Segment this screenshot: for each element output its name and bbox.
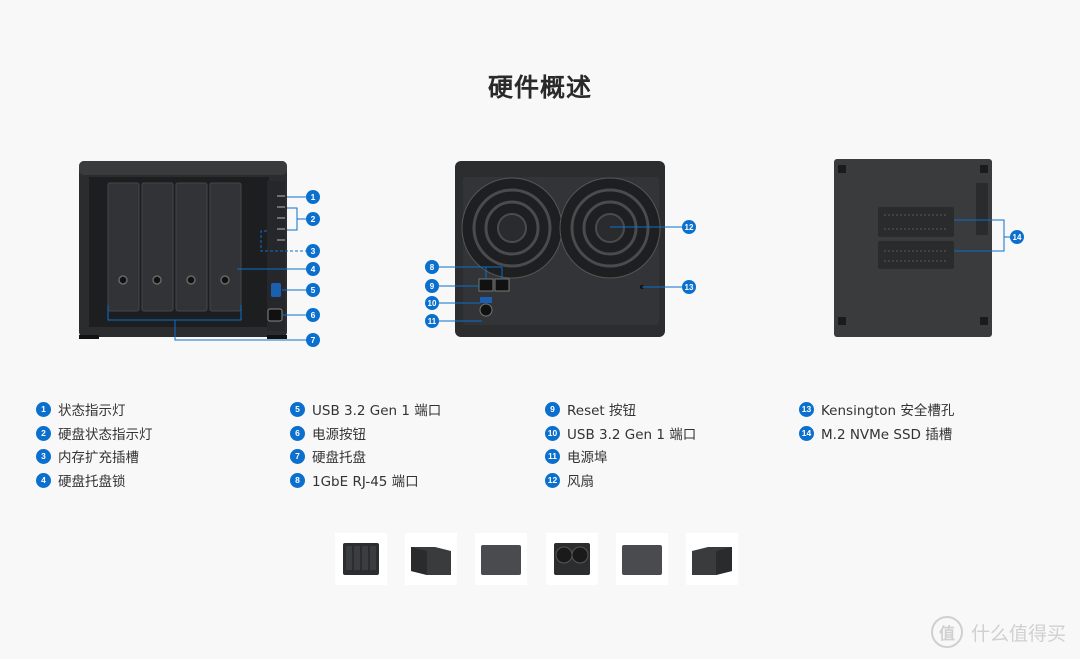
thumbnail-back-view[interactable]: [546, 533, 598, 585]
legend-number: 1: [36, 401, 51, 417]
legend-label: USB 3.2 Gen 1 端口: [312, 403, 442, 419]
thumbnail-side-view[interactable]: [475, 533, 527, 585]
watermark: 值 什么值得买: [930, 614, 1066, 650]
legend-number: 3: [36, 448, 51, 464]
legend-item: 6 电源按钮: [290, 423, 366, 443]
legend-number: 13: [799, 401, 814, 417]
nas-side-icon: [481, 545, 521, 575]
legend-number: 4: [36, 472, 51, 488]
legend-number: 6: [290, 425, 305, 441]
front-view-figure: 1 2 3 4 5 6 7: [79, 161, 320, 347]
callout-3: 3: [311, 246, 316, 256]
nas-side-icon-2: [622, 545, 662, 575]
legend-label: 电源埠: [567, 450, 608, 466]
nas-angle-icon-2: [692, 547, 732, 575]
page-title: 硬件概述: [487, 73, 592, 102]
callout-14: 14: [1013, 233, 1022, 242]
callout-4: 4: [311, 264, 316, 274]
callout-5: 5: [311, 285, 316, 295]
callout-10: 10: [428, 299, 437, 308]
legend-label: Kensington 安全槽孔: [821, 403, 955, 419]
legend-item: 3 内存扩充插槽: [36, 446, 139, 466]
legend-label: 硬盘托盘锁: [58, 474, 126, 490]
legend-item: 2 硬盘状态指示灯: [36, 423, 153, 443]
bottom-view-figure: 14: [834, 159, 1024, 337]
legend-number: 14: [799, 425, 814, 441]
legend-number: 5: [290, 401, 305, 417]
legend-label: 风扇: [567, 474, 594, 490]
legend-item: 7 硬盘托盘: [290, 446, 366, 466]
legend-number: 9: [545, 401, 560, 417]
legend-number: 7: [290, 448, 305, 464]
nas-front-icon: [343, 543, 379, 575]
callout-12: 12: [685, 223, 694, 232]
watermark-text: 什么值得买: [970, 622, 1066, 645]
legend-item: 13 Kensington 安全槽孔: [799, 399, 954, 419]
callout-9: 9: [430, 282, 435, 291]
legend-item: 5 USB 3.2 Gen 1 端口: [290, 399, 441, 419]
legend-label: M.2 NVMe SSD 插槽: [821, 427, 953, 443]
legend-number: 8: [290, 472, 305, 488]
legend-number: 11: [545, 448, 560, 464]
thumbnail-angle-view[interactable]: [405, 533, 457, 585]
legend-item: 1 状态指示灯: [36, 399, 126, 419]
legend-item: 11 电源埠: [545, 446, 608, 466]
legend-number: 12: [545, 472, 560, 488]
callout-7: 7: [311, 335, 316, 345]
legend-item: 8 1GbE RJ-45 端口: [290, 470, 419, 490]
callout-1: 1: [311, 192, 316, 202]
legend-label: 电源按钮: [312, 427, 366, 443]
nas-back-icon: [554, 543, 590, 575]
legend-item: 12 风扇: [545, 470, 594, 490]
callout-2: 2: [311, 214, 316, 224]
thumbnail-side-view-2[interactable]: [616, 533, 668, 585]
callout-13: 13: [685, 283, 694, 292]
legend-label: 硬盘托盘: [312, 450, 366, 466]
callout-6: 6: [311, 310, 316, 320]
thumbnail-front-view[interactable]: [335, 533, 387, 585]
nas-angle-icon: [411, 547, 451, 575]
legend-item: 14 M.2 NVMe SSD 插槽: [799, 423, 952, 443]
legend-number: 2: [36, 425, 51, 441]
legend-item: 9 Reset 按钮: [545, 399, 636, 419]
thumbnail-angle-view-2[interactable]: [686, 533, 738, 585]
legend-item: 10 USB 3.2 Gen 1 端口: [545, 423, 696, 443]
callout-8: 8: [430, 263, 435, 272]
legend-item: 4 硬盘托盘锁: [36, 470, 126, 490]
legend-label: 内存扩充插槽: [58, 450, 139, 466]
legend-label: USB 3.2 Gen 1 端口: [567, 427, 697, 443]
legend-label: 1GbE RJ-45 端口: [312, 474, 419, 490]
back-view-figure: 8 9 10 11 12 13: [425, 161, 696, 337]
legend-label: 硬盘状态指示灯: [58, 427, 153, 443]
watermark-logo-icon: 值: [930, 616, 963, 648]
legend-label: Reset 按钮: [567, 403, 637, 419]
legend-number: 10: [545, 425, 560, 441]
legend-label: 状态指示灯: [58, 403, 126, 419]
callout-11: 11: [428, 317, 437, 326]
